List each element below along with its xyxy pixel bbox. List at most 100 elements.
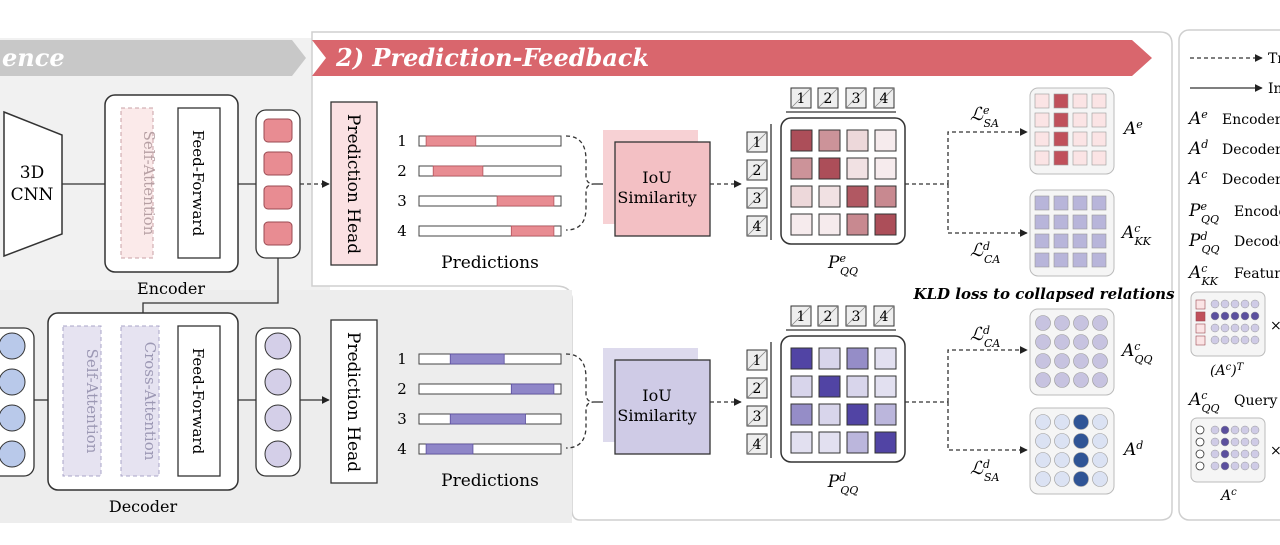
attention-node (1092, 372, 1108, 388)
index-box-slash (746, 187, 768, 209)
encoder-iou-similarity (614, 141, 711, 237)
encoder-prediction-head-text: Prediction Head (343, 114, 363, 254)
legend-node (1210, 311, 1220, 321)
encoder-to-akk-arrow (947, 184, 1028, 237)
decoder-token (264, 404, 292, 432)
index-box-slash (746, 377, 768, 399)
prediction-segment (425, 443, 474, 455)
legend-node (1240, 311, 1250, 321)
matrix-cell (818, 157, 841, 180)
attention-cell (1091, 233, 1107, 249)
attention-node (1054, 414, 1070, 430)
attention-node (1092, 433, 1108, 449)
matrix-cell (818, 185, 841, 208)
index-number: 2 (824, 309, 833, 325)
attention-cell (1072, 252, 1088, 268)
legend-cell (1195, 323, 1206, 334)
index-box-slash (790, 305, 812, 327)
encoder-feed-forward (177, 107, 221, 259)
index-number: 1 (797, 309, 806, 325)
attention-cell (1072, 195, 1088, 211)
index-box-slash (746, 349, 768, 371)
index-box-slash (746, 215, 768, 237)
legend-transpose-grid (1195, 299, 1260, 346)
legend-node (1250, 323, 1260, 333)
matrix-cell (818, 213, 841, 236)
legend-ad-text: Decoder (1222, 142, 1280, 158)
matrix-cell (790, 403, 813, 426)
index-box-slash (746, 159, 768, 181)
decoder-similarity-matrix (790, 347, 897, 454)
legend-node (1240, 449, 1250, 459)
matrix-cell (790, 347, 813, 370)
matrix-cell (790, 375, 813, 398)
matrix-cell (846, 185, 869, 208)
prediction-track (418, 225, 562, 237)
legend-node (1250, 299, 1260, 309)
matrix-cell (846, 347, 869, 370)
query-inputs (0, 332, 26, 468)
matrix-cell (846, 375, 869, 398)
legend-node (1210, 335, 1220, 345)
legend-times-2: × (1270, 443, 1280, 459)
attention-cell (1091, 150, 1107, 166)
prediction-track (418, 443, 562, 455)
attention-node (1035, 471, 1051, 487)
prediction-segment (510, 225, 555, 237)
matrix-cell (790, 431, 813, 454)
legend-node (1220, 323, 1230, 333)
cnn-block (3, 110, 63, 258)
index-box-slash (873, 87, 895, 109)
index-number: 4 (880, 309, 889, 325)
decoder-self-attention-text: Self-Attention (83, 349, 101, 454)
attention-cell (1053, 131, 1069, 147)
matrix-cell (790, 185, 813, 208)
inference-banner-text: ence (2, 43, 65, 72)
legend-node (1230, 323, 1240, 333)
attention-cell (1091, 252, 1107, 268)
attention-node (1035, 315, 1051, 331)
prediction-segment (449, 353, 505, 365)
matrix-cell (874, 185, 897, 208)
attention-node (1054, 452, 1070, 468)
decoder-prediction-head-text: Prediction Head (343, 332, 363, 472)
decoder-feed-forward-text: Feed-Forward (189, 348, 207, 455)
attention-node (1054, 372, 1070, 388)
legend-node (1220, 299, 1230, 309)
legend-node (1220, 449, 1230, 459)
index-number: 3 (852, 91, 861, 107)
index-number: 2 (824, 91, 833, 107)
prediction-index: 4 (397, 222, 407, 240)
index-number: 3 (753, 191, 762, 207)
attention-cell (1034, 233, 1050, 249)
prediction-feedback-banner (312, 40, 1152, 76)
decoder-iou-text-1: IoU (642, 386, 671, 405)
attention-cell (1091, 214, 1107, 230)
attention-node (1092, 414, 1108, 430)
encoder-to-ae-arrow (947, 128, 1028, 184)
attention-node (1092, 315, 1108, 331)
matrix-cell (874, 129, 897, 152)
attention-cell (1053, 150, 1069, 166)
attention-cell (1053, 93, 1069, 109)
attention-node (1035, 414, 1051, 430)
attention-node (1073, 452, 1089, 468)
decoder-to-aqq-arrow (947, 346, 1028, 402)
ae-attention-map (1034, 93, 1107, 166)
legend-node (1240, 323, 1250, 333)
query-node (0, 368, 26, 396)
encoder-prediction-head (330, 101, 378, 266)
attention-node (1092, 471, 1108, 487)
attention-cell (1053, 252, 1069, 268)
prediction-segment (425, 135, 477, 147)
legend-node (1195, 437, 1205, 447)
legend-node (1220, 437, 1230, 447)
matrix-cell (790, 129, 813, 152)
matrix-cell (874, 375, 897, 398)
index-box-slash (817, 87, 839, 109)
legend-node (1240, 461, 1250, 471)
legend-node (1230, 437, 1240, 447)
legend-transpose-label: (Ac)T (1210, 362, 1245, 380)
